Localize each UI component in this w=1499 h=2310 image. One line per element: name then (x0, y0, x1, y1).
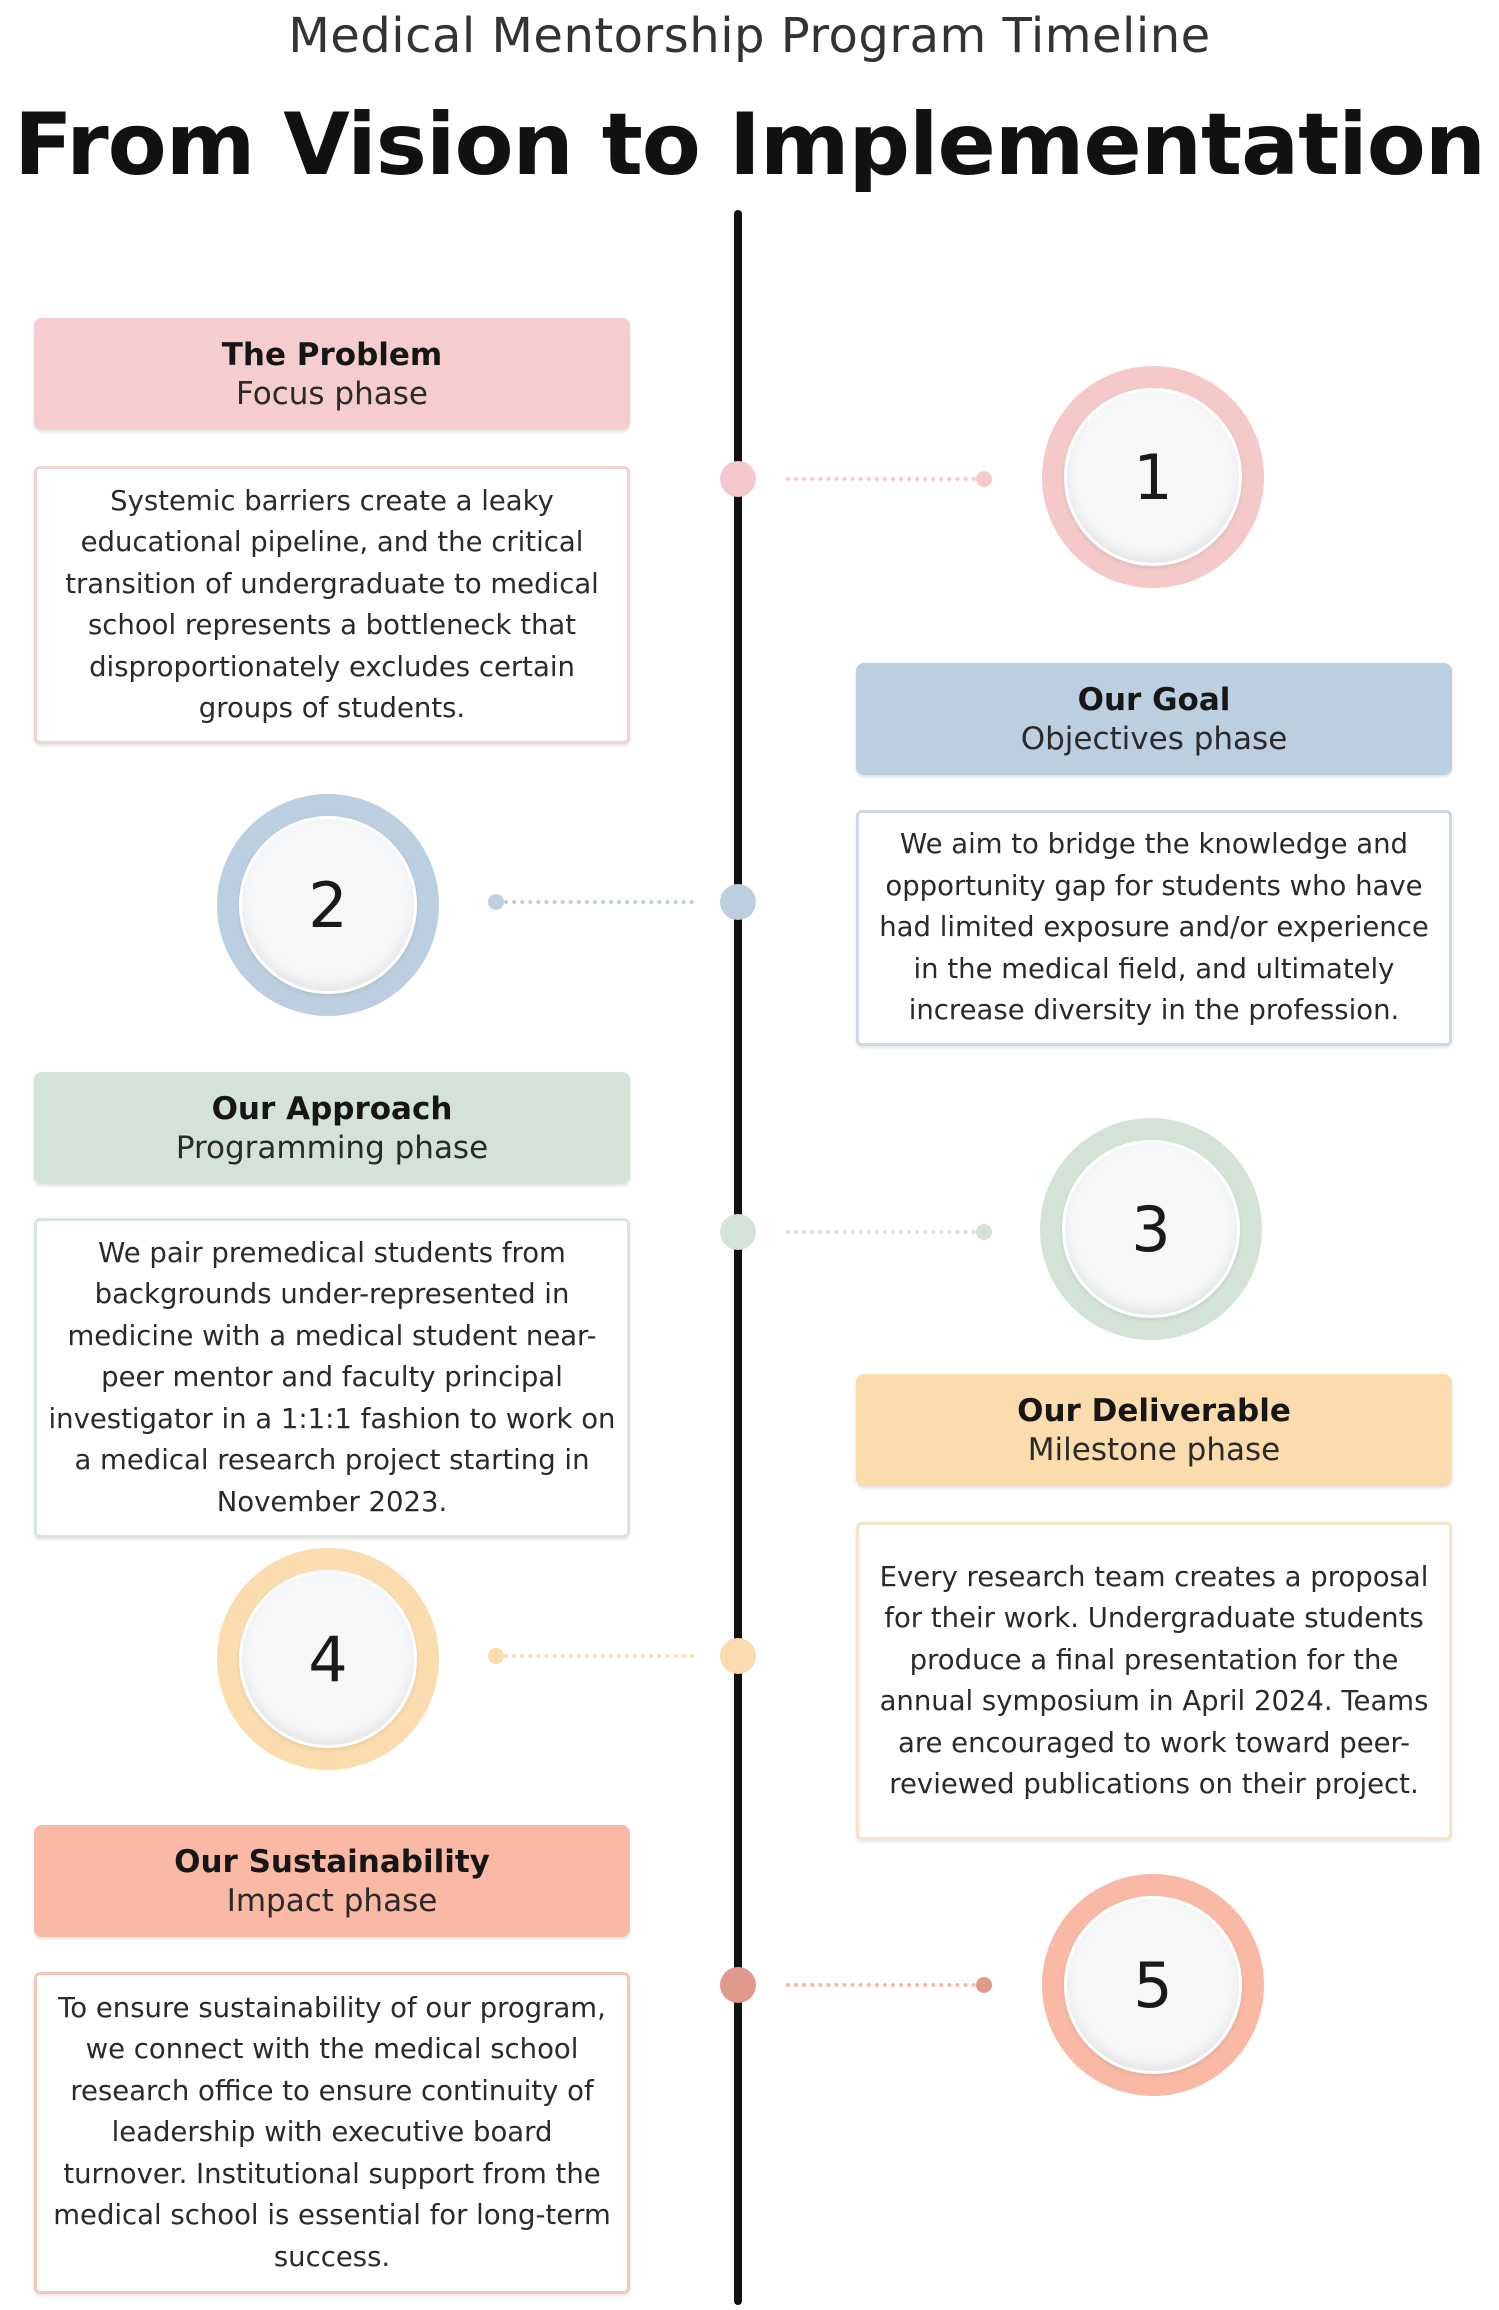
phase-5-description-text: To ensure sustainability of our program,… (53, 1991, 611, 2273)
step-number-4: 4 (308, 1622, 348, 1696)
connector-line-2 (496, 900, 694, 904)
phase-1-description-text: Systemic barriers create a leaky educati… (65, 484, 599, 725)
step-number-plate-1: 1 (1064, 388, 1242, 566)
step-number-5: 5 (1133, 1948, 1173, 2022)
timeline-node-2 (720, 884, 756, 920)
connector-line-3 (786, 1230, 984, 1234)
phase-3-title: Our Approach (211, 1091, 453, 1127)
step-number-1: 1 (1133, 440, 1173, 514)
phase-4-description: Every research team creates a proposal f… (856, 1522, 1452, 1840)
step-number-plate-5: 5 (1064, 1896, 1242, 2074)
timeline-node-1 (720, 461, 756, 497)
step-number-badge-5: 5 (1042, 1874, 1264, 2096)
timeline-node-5 (720, 1967, 756, 2003)
step-number-badge-3: 3 (1040, 1118, 1262, 1340)
phase-2-title: Our Goal (1077, 682, 1231, 718)
phase-5-title: Our Sustainability (174, 1844, 490, 1880)
connector-dot-5 (976, 1977, 992, 1993)
phase-2-description: We aim to bridge the knowledge and oppor… (856, 810, 1452, 1046)
connector-line-5 (786, 1983, 984, 1987)
phase-5-phase-label: Impact phase (226, 1883, 438, 1919)
step-number-badge-4: 4 (217, 1548, 439, 1770)
phase-3-description-text: We pair premedical students from backgro… (48, 1236, 616, 1518)
phase-3-description: We pair premedical students from backgro… (34, 1218, 630, 1538)
connector-line-1 (786, 477, 984, 481)
step-number-2: 2 (308, 868, 348, 942)
connector-line-4 (496, 1654, 694, 1658)
step-number-plate-2: 2 (239, 816, 417, 994)
step-number-badge-2: 2 (217, 794, 439, 1016)
connector-dot-4 (488, 1648, 504, 1664)
timeline-axis (734, 210, 742, 2305)
phase-1-phase-label: Focus phase (236, 376, 428, 412)
phase-2-phase-label: Objectives phase (1020, 721, 1288, 757)
phase-1-description: Systemic barriers create a leaky educati… (34, 466, 630, 744)
page-subtitle: Medical Mentorship Program Timeline (288, 8, 1211, 64)
connector-dot-3 (976, 1224, 992, 1240)
connector-dot-2 (488, 894, 504, 910)
phase-4-description-text: Every research team creates a proposal f… (879, 1560, 1429, 1801)
page-title: From Vision to Implementation (13, 95, 1486, 195)
phase-3-phase-label: Programming phase (175, 1130, 489, 1166)
connector-dot-1 (976, 471, 992, 487)
phase-1-title: The Problem (221, 337, 443, 373)
step-number-badge-1: 1 (1042, 366, 1264, 588)
timeline-node-3 (720, 1214, 756, 1250)
step-number-3: 3 (1131, 1192, 1171, 1266)
phase-5-description: To ensure sustainability of our program,… (34, 1972, 630, 2294)
timeline-node-4 (720, 1638, 756, 1674)
phase-4-title: Our Deliverable (1017, 1393, 1291, 1429)
step-number-plate-4: 4 (239, 1570, 417, 1748)
phase-2-description-text: We aim to bridge the knowledge and oppor… (879, 828, 1429, 1027)
phase-4-phase-label: Milestone phase (1027, 1432, 1281, 1468)
step-number-plate-3: 3 (1062, 1140, 1240, 1318)
